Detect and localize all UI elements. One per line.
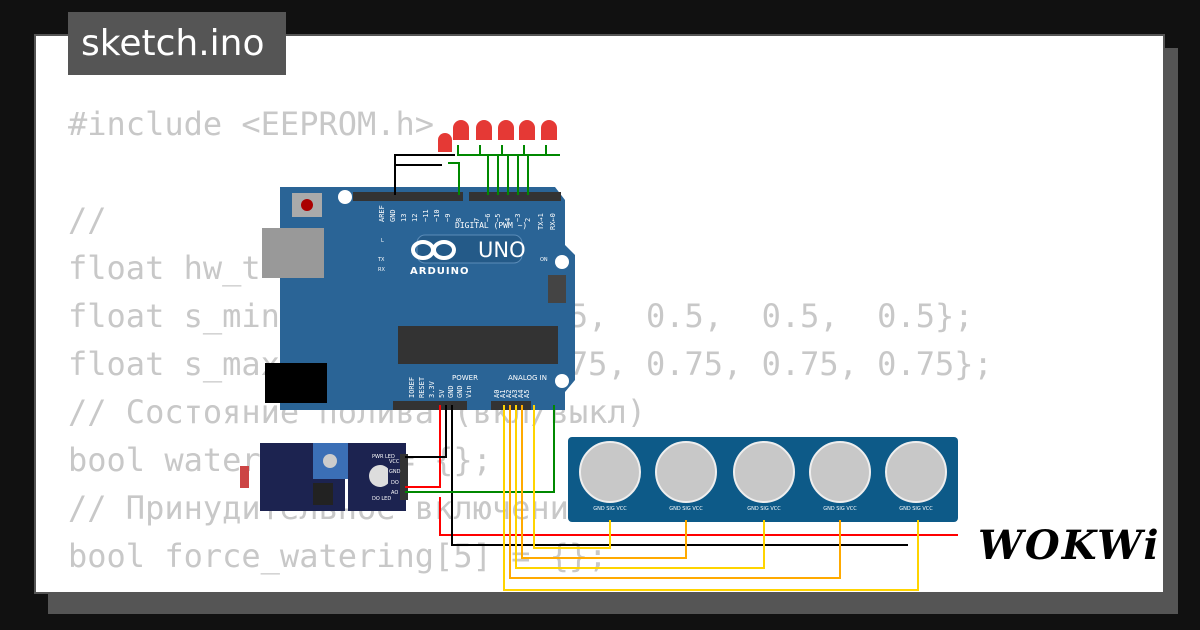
pot-pin-label: GND SIG VCC	[747, 506, 781, 512]
pin-label: A1	[499, 390, 507, 398]
pin-label: A0	[493, 390, 501, 398]
pin-label: ~6	[484, 214, 492, 222]
pin-label: A5	[523, 390, 531, 398]
led-label: RX	[378, 267, 385, 273]
code-line: float hw_t	[68, 249, 261, 287]
wokwi-logo: WOKWi	[978, 522, 1161, 569]
led	[476, 120, 492, 140]
do-led-label: DO LED	[372, 496, 391, 502]
pin-label: 12	[411, 214, 419, 222]
led-group	[438, 120, 557, 152]
reset-button	[301, 199, 313, 211]
led	[541, 120, 557, 140]
pin-label: GND	[456, 385, 464, 398]
digital-header-left	[353, 192, 463, 201]
potentiometer-knob	[885, 441, 947, 503]
pot-pin-label: GND SIG VCC	[593, 506, 627, 512]
potentiometer-knob	[579, 441, 641, 503]
power-label: POWER	[452, 374, 478, 382]
potentiometer-knob	[809, 441, 871, 503]
pin-label: ~9	[444, 214, 452, 222]
led-label: ON	[540, 257, 548, 263]
pin-label: TX→1	[537, 213, 545, 230]
pin-label: ~11	[422, 209, 430, 222]
digital-pin-labels: AREF GND 13 12 ~11 ~10 ~9 8 7 ~6 ~5 4 ~3…	[378, 205, 557, 230]
pin-label: 8	[455, 218, 463, 222]
board-led-labels: L TX RX ON	[377, 238, 548, 273]
file-tab[interactable]: sketch.ino	[68, 12, 286, 75]
pin-label: GND	[447, 385, 455, 398]
pin-label: RX←0	[549, 213, 557, 230]
atmega-chip	[398, 326, 558, 364]
led	[519, 120, 535, 140]
pin-label: AREF	[378, 205, 386, 222]
usb-port	[262, 228, 324, 278]
potentiometer-knob	[655, 441, 717, 503]
pin-label: GND	[389, 209, 397, 222]
sensor-pin-label: AO	[391, 490, 398, 496]
code-line: #include <EEPROM.h>	[68, 105, 435, 143]
arduino-uno-board[interactable]: AREF GND 13 12 ~11 ~10 ~9 8 7 ~6 ~5 4 ~3…	[262, 187, 575, 410]
led-wires	[394, 145, 560, 195]
digital-header-right	[469, 192, 561, 201]
pin-label: 5V	[438, 389, 446, 398]
pot-pin-label: GND SIG VCC	[669, 506, 703, 512]
pin-label: RESET	[418, 376, 426, 398]
pin-label: Vin	[465, 385, 473, 398]
sensor-pin-label: GND	[389, 469, 401, 475]
pin-label: A2	[505, 390, 513, 398]
power-header	[393, 401, 467, 410]
code-line: //	[68, 201, 107, 239]
pin-label: 7	[473, 218, 481, 222]
analog-label: ANALOG IN	[508, 374, 547, 382]
pin-label: 13	[400, 214, 408, 222]
pot-pin-label: GND SIG VCC	[899, 506, 933, 512]
led	[498, 120, 514, 140]
pin-label: ~3	[514, 214, 522, 222]
arduino-logo	[411, 240, 456, 260]
pin-label: ~10	[433, 209, 441, 222]
pin-label: 3.3V	[428, 380, 436, 398]
led	[453, 120, 469, 140]
power-jack	[265, 363, 327, 403]
pin-label: A4	[517, 390, 525, 398]
wiring	[405, 405, 958, 591]
led-label: TX	[377, 257, 385, 263]
power-pin-labels: IOREF RESET 3.3V 5V GND GND Vin	[408, 376, 473, 398]
pin-label: IOREF	[408, 377, 416, 398]
digital-label: DIGITAL (PWM ~)	[455, 221, 527, 230]
sensor-pin-label: DO	[391, 480, 399, 486]
pwr-led-label: PWR LED	[372, 454, 395, 460]
soil-moisture-sensor[interactable]: PWR LED DO LED VCC GND DO AO	[240, 443, 408, 511]
pin-label: ~5	[494, 214, 502, 222]
pin-label: 4	[504, 218, 512, 222]
led-label: L	[381, 238, 384, 244]
potentiometer-knob	[733, 441, 795, 503]
pin-label: 2	[524, 218, 532, 222]
brand-label: ARDUINO	[410, 266, 469, 277]
pot-pin-label: GND SIG VCC	[823, 506, 857, 512]
model-label: UNO	[478, 238, 526, 262]
pin-label: A3	[511, 390, 519, 398]
led	[438, 133, 452, 152]
analog-pin-labels: A0 A1 A2 A3 A4 A5	[493, 390, 531, 398]
sensor-pin-label: VCC	[389, 459, 400, 465]
potentiometer-bank[interactable]: GND SIG VCC GND SIG VCC GND SIG VCC GND …	[568, 437, 958, 522]
